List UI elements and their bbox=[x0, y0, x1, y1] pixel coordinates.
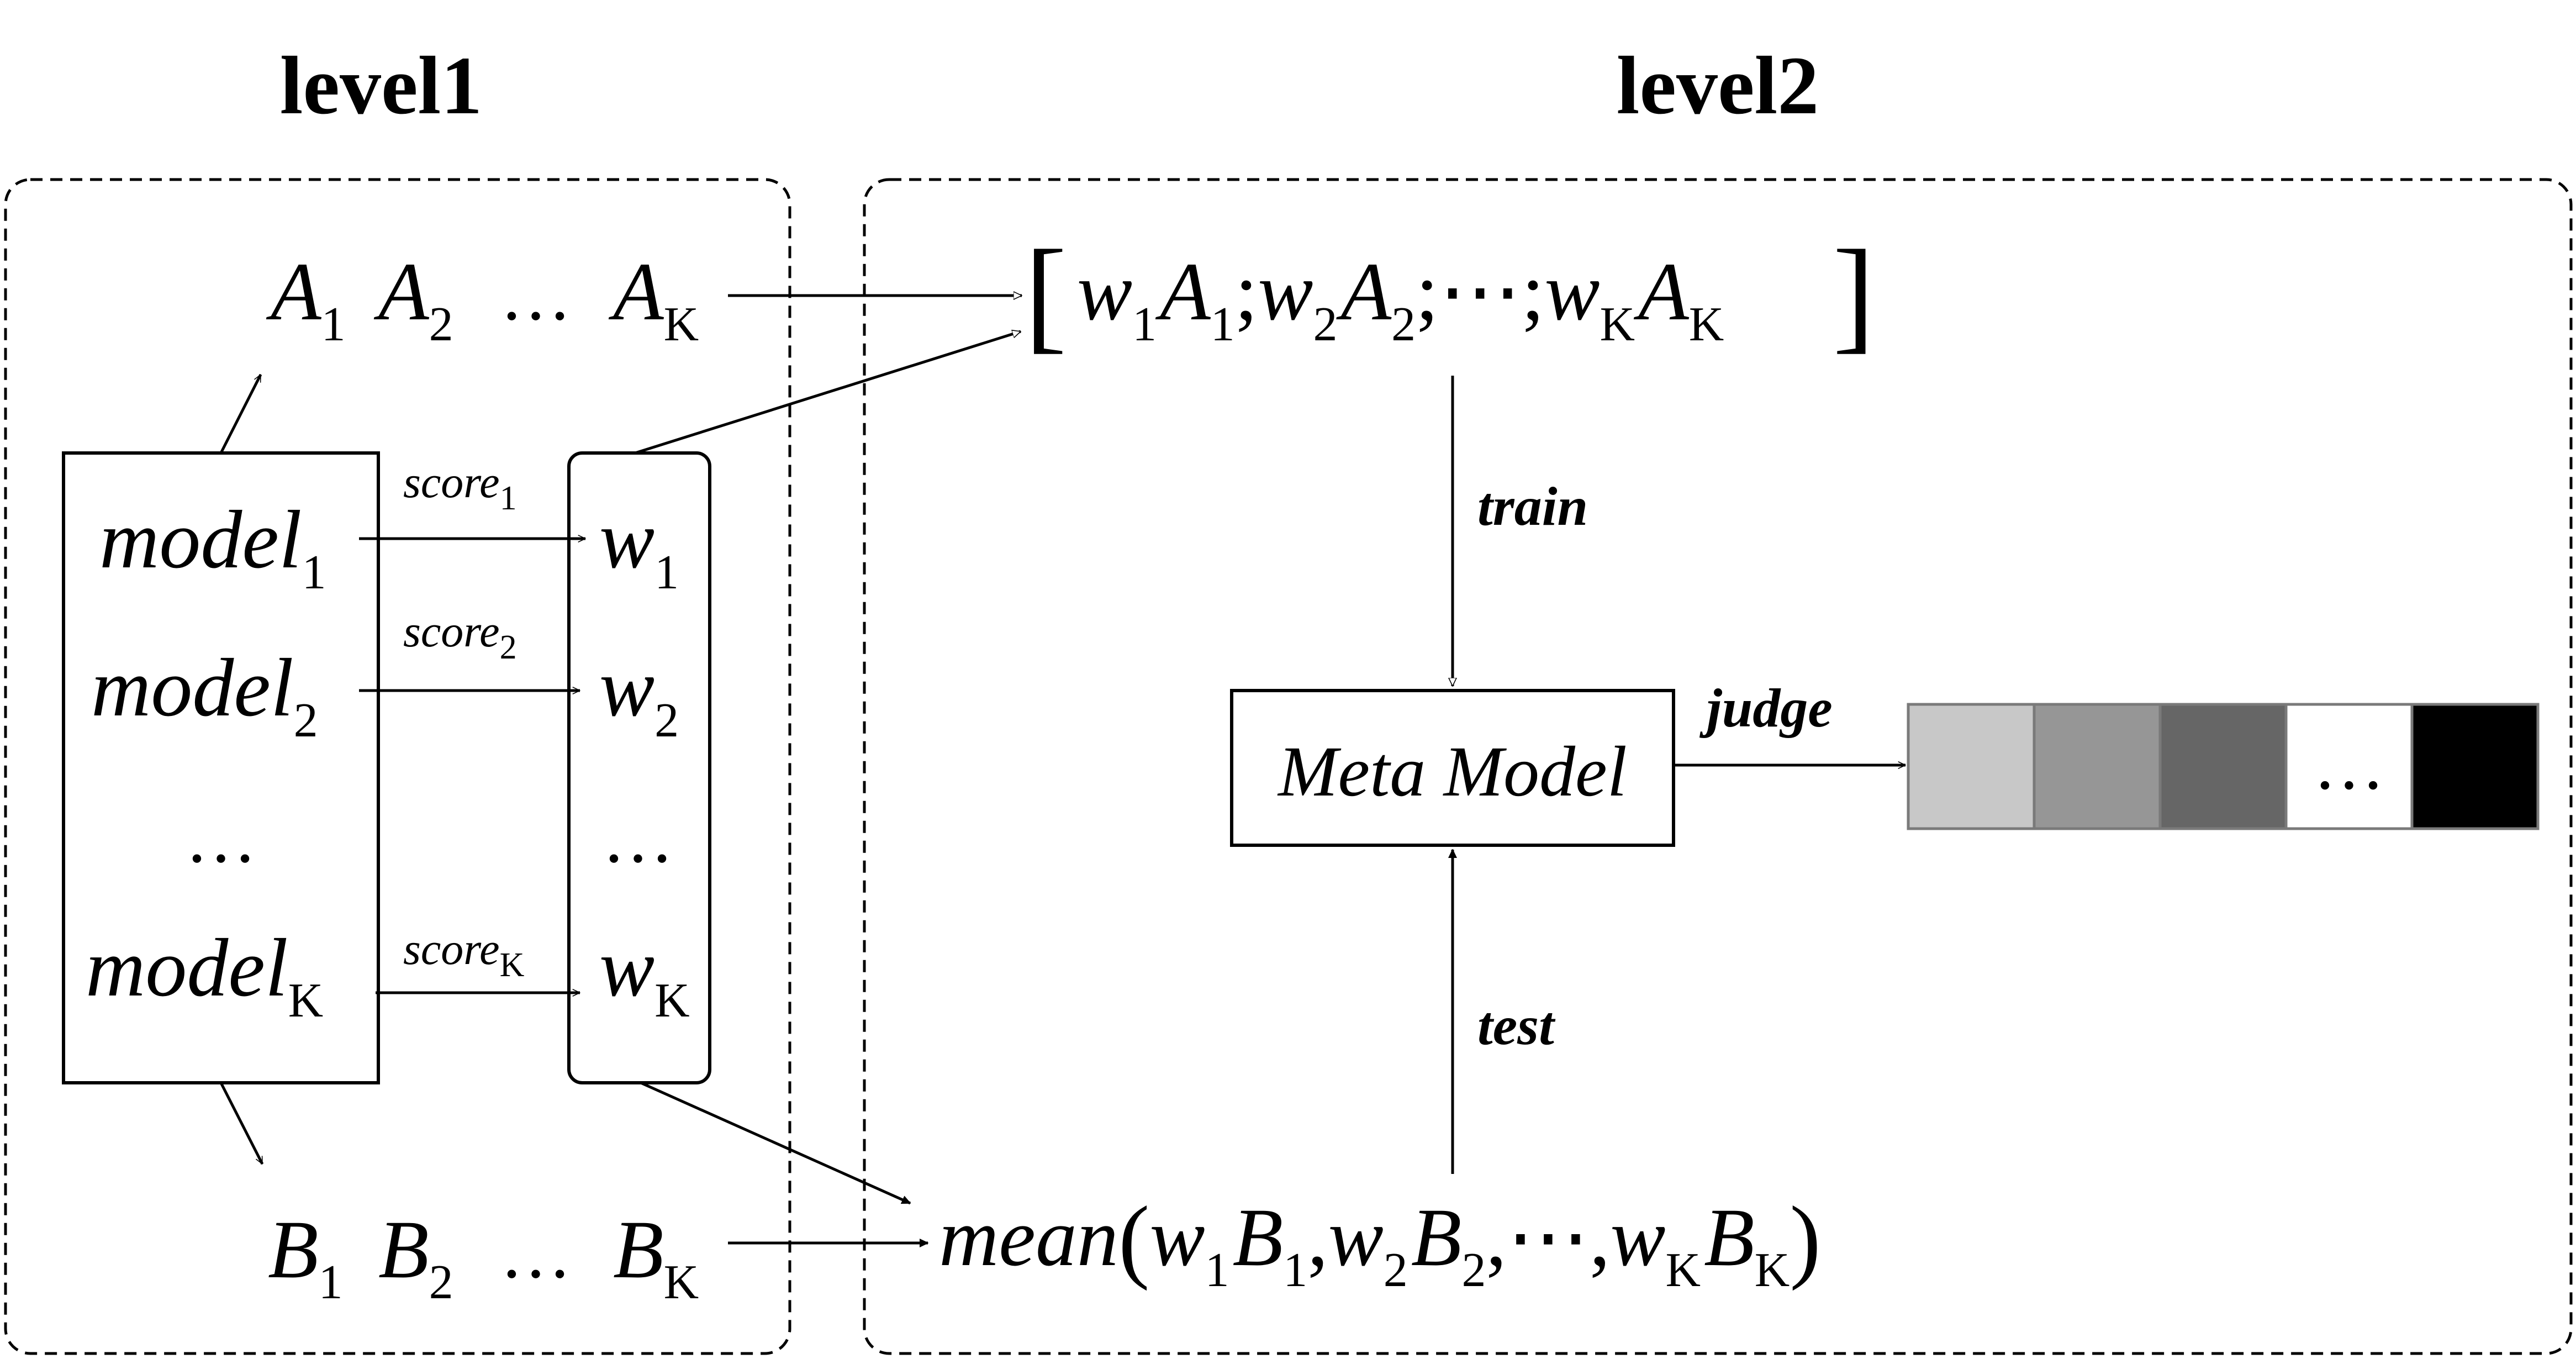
level1-title: level1 bbox=[280, 40, 483, 131]
models-to-b-arrow bbox=[219, 1082, 264, 1164]
a-term-2: A2 bbox=[373, 246, 453, 351]
b-term-k: BK bbox=[613, 1204, 699, 1309]
weight-1-label: w1 bbox=[599, 494, 679, 599]
model-1-label: model1 bbox=[99, 494, 326, 599]
judgment-cell-5 bbox=[2410, 703, 2540, 830]
test-label: test bbox=[1477, 995, 1556, 1056]
score-2-label: score2 bbox=[403, 606, 517, 666]
models-to-a-arrow bbox=[219, 375, 262, 454]
train-vector-open-bracket: [ bbox=[1025, 224, 1067, 365]
b-term-1: B1 bbox=[268, 1204, 343, 1309]
judgment-scale: … bbox=[1907, 703, 2540, 830]
judgment-cell-2 bbox=[2033, 703, 2162, 830]
weights-ellipsis: … bbox=[602, 798, 674, 878]
weight-k-label: wK bbox=[599, 922, 690, 1028]
meta-model-label: Meta Model bbox=[1277, 732, 1627, 812]
test-expression: mean(w1B1,w2B2,⋯,wKBK) bbox=[939, 1187, 1821, 1297]
judgment-cell-4 bbox=[2284, 703, 2414, 830]
a-term-1: A1 bbox=[266, 246, 346, 351]
train-vector-expression: w1A1;w2A2;⋯;wKAK bbox=[1077, 246, 1724, 351]
meta-model-box bbox=[1230, 689, 1675, 847]
level1-panel bbox=[4, 178, 791, 1355]
score-1-label: score1 bbox=[403, 457, 517, 517]
model-k-label: modelK bbox=[86, 922, 323, 1028]
judgment-cell-1 bbox=[1907, 703, 2036, 830]
b-term-2: B2 bbox=[378, 1204, 453, 1309]
a-term-k: AK bbox=[608, 246, 699, 351]
level2-title: level2 bbox=[1617, 40, 1819, 131]
weight-2-label: w2 bbox=[599, 642, 679, 747]
train-label: train bbox=[1477, 476, 1588, 537]
a-row: A1 A2 … AK bbox=[266, 246, 699, 351]
train-vector-close-bracket: ] bbox=[1833, 224, 1875, 365]
models-ellipsis: … bbox=[185, 798, 257, 878]
score-k-label: scoreK bbox=[403, 924, 525, 984]
judgment-cell-label: … bbox=[2313, 725, 2385, 805]
a-row-ellipsis: … bbox=[500, 256, 572, 335]
judge-label: judge bbox=[1699, 677, 1833, 739]
weights-to-test-expression-arrow bbox=[640, 1081, 910, 1205]
b-row: B1 B2 … BK bbox=[268, 1204, 699, 1309]
judgment-cell-3 bbox=[2158, 703, 2288, 830]
b-row-ellipsis: … bbox=[500, 1214, 572, 1293]
weights-to-train-vector-arrow bbox=[635, 331, 1021, 455]
models-box bbox=[62, 451, 380, 1084]
model-2-label: model2 bbox=[91, 642, 318, 747]
level2-panel bbox=[863, 178, 2573, 1355]
